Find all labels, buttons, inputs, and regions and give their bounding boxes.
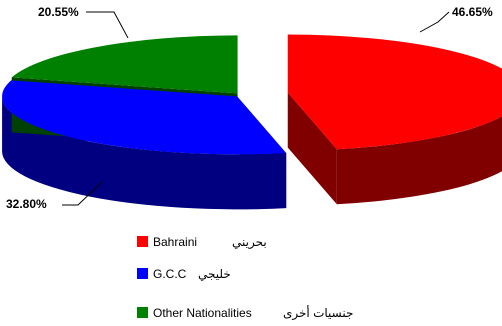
legend-item-gcc: G.C.C خليجي: [137, 267, 231, 281]
data-label-gcc: 32.80%: [6, 197, 47, 211]
legend-item-bahraini: Bahraini بحريني: [137, 235, 267, 250]
data-label-other: 20.55%: [38, 5, 79, 19]
legend-label-en-other: Other Nationalities: [153, 306, 252, 320]
legend-swatch-other: [137, 307, 148, 318]
legend-label-ar-other: جنسيات أخرى: [283, 305, 353, 321]
slice-top-bahraini: [287, 34, 502, 150]
legend-swatch-bahraini: [137, 236, 148, 247]
legend: Bahraini بحريني G.C.C خليجي Other Nation…: [137, 235, 353, 321]
data-label-bahraini: 46.65%: [452, 5, 493, 19]
slice-side-gcc: [2, 96, 287, 210]
legend-label-ar-gcc: خليجي: [198, 267, 231, 281]
slice-top-gcc: [2, 80, 287, 155]
slice-wall-bahraini-1: [287, 92, 337, 205]
slice-top-other: [11, 35, 238, 94]
pie-tops: [2, 34, 502, 155]
leader-line-other: [86, 11, 129, 39]
legend-label-ar-bahraini: بحريني: [232, 235, 267, 250]
legend-label-en-bahraini: Bahraini: [153, 235, 197, 249]
leader-line-bahraini: [419, 11, 450, 33]
legend-swatch-gcc: [137, 268, 148, 279]
leader-line-gcc: [62, 181, 103, 206]
slice-side-bahraini: [336, 116, 502, 205]
legend-label-en-gcc: G.C.C: [153, 267, 187, 281]
legend-item-other: Other Nationalities جنسيات أخرى: [137, 305, 353, 321]
pie-labels: 46.65% 32.80% 20.55%: [6, 5, 493, 211]
